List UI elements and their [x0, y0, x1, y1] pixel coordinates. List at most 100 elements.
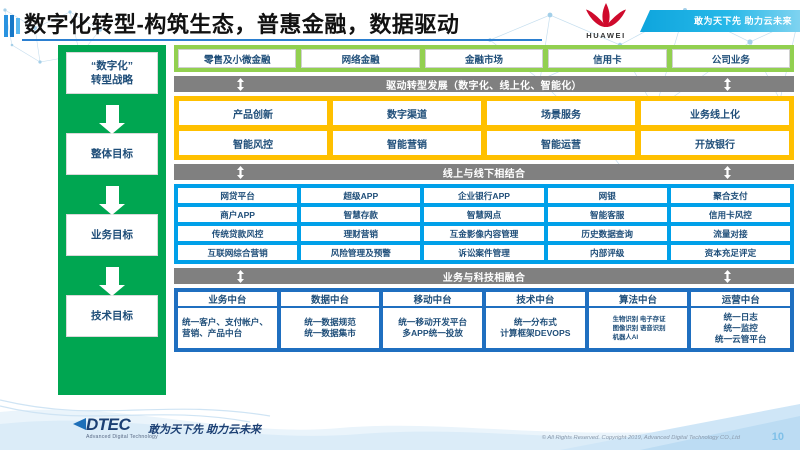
online-offline-cell[interactable]: 超级APP: [301, 188, 421, 203]
band-header-business-tech-fusion: 业务与科技相融合: [174, 268, 794, 284]
online-offline-cell[interactable]: 智慧存款: [301, 207, 421, 222]
platform-column-title: 技术中台: [486, 292, 585, 308]
online-offline-cell[interactable]: 信用卡风控: [670, 207, 791, 222]
platform-column-body: 统一日志统一监控统一云管平台: [714, 311, 767, 344]
huawei-slogan-banner: 敢为天下先 助力云未来: [640, 10, 800, 32]
business-lines-band: 零售及小微金融 网络金融 金融市场 信用卡 公司业务: [174, 45, 794, 72]
band-row: 互联网综合营销 风险管理及预警 诉讼案件管理 内部评级 资本充足评定: [178, 245, 791, 260]
band-header-label: 业务与科技相融合: [442, 272, 526, 284]
platform-column-title: 算法中台: [588, 292, 688, 308]
footer-wave-decoration: [0, 399, 800, 450]
online-offline-cell[interactable]: 风险管理及预警: [301, 245, 421, 260]
drive-cell[interactable]: 智能营销: [333, 131, 481, 155]
drive-transformation-band: 产品创新 数字渠道 场景服务 业务线上化 智能风控 智能营销 智能运营 开放银行: [174, 96, 794, 160]
band-row: 智能风控 智能营销 智能运营 开放银行: [179, 131, 789, 155]
up-down-arrow-icon: [724, 165, 731, 179]
platform-column-body: 生物识别 电子存证图像识别 语音识别机器人AI: [612, 315, 666, 341]
platform-column-technology[interactable]: 技术中台 统一分布式计算框架DEVOPS: [486, 292, 585, 348]
online-offline-cell[interactable]: 理财营销: [301, 226, 421, 241]
business-line-cell[interactable]: 信用卡: [548, 49, 667, 68]
up-down-arrow-icon: [237, 165, 244, 179]
band-row: 商户APP 智慧存款 智慧网点 智能客服 信用卡风控: [178, 207, 791, 222]
platform-band: 业务中台 统一客户、支付帐户、营销、产品中台 数据中台 统一数据规范统一数据集市…: [174, 288, 794, 352]
platform-column-data[interactable]: 数据中台 统一数据规范统一数据集市: [280, 292, 380, 348]
platform-column-body: 统一客户、支付帐户、营销、产品中台: [182, 317, 268, 338]
platform-column-title: 业务中台: [178, 292, 277, 308]
business-line-cell[interactable]: 公司业务: [671, 49, 791, 68]
title-accent-mark-icon: [4, 15, 20, 37]
sidebar-item-business-goal[interactable]: 业务目标: [66, 214, 158, 256]
drive-cell[interactable]: 产品创新: [179, 101, 327, 125]
up-down-arrow-icon: [237, 77, 244, 91]
down-arrow-icon-2: [66, 175, 158, 215]
huawei-wordmark: HUAWEI: [586, 31, 626, 40]
business-line-cell[interactable]: 网络金融: [301, 49, 420, 68]
drive-cell[interactable]: 数字渠道: [333, 101, 481, 125]
up-down-arrow-icon: [724, 77, 731, 91]
footer-slogan: 敢为天下先 助力云未来: [148, 424, 262, 436]
drive-cell[interactable]: 业务线上化: [641, 101, 789, 125]
sidebar-item-digital-strategy[interactable]: “数字化”转型战略: [66, 52, 158, 94]
online-offline-cell[interactable]: 网银: [547, 188, 667, 203]
sidebar-item-label: 技术目标: [91, 310, 133, 322]
online-offline-cell[interactable]: 聚合支付: [670, 188, 791, 203]
dtec-triangle-icon: [73, 418, 86, 430]
platform-column-body: 统一移动开发平台多APP统一投放: [398, 317, 468, 338]
band-row: 业务中台 统一客户、支付帐户、营销、产品中台 数据中台 统一数据规范统一数据集市…: [178, 292, 791, 348]
huawei-flower-icon: [586, 3, 626, 28]
drive-cell[interactable]: 智能风控: [179, 131, 327, 155]
platform-column-operations[interactable]: 运营中台 统一日志统一监控统一云管平台: [691, 292, 791, 348]
sidebar-item-label: “数字化”转型战略: [91, 60, 133, 86]
title-underline-divider: [22, 39, 542, 41]
platform-column-title: 移动中台: [383, 292, 483, 308]
up-down-arrow-icon: [237, 269, 244, 283]
drive-cell[interactable]: 开放银行: [641, 131, 789, 155]
online-offline-cell[interactable]: 诉讼案件管理: [424, 245, 544, 260]
sidebar-item-overall-goal[interactable]: 整体目标: [66, 133, 158, 175]
platform-column-title: 运营中台: [691, 292, 791, 308]
dtec-tagline: Advanced Digital Technology: [86, 434, 158, 440]
platform-column-body: 统一数据规范统一数据集市: [304, 317, 356, 338]
sidebar-item-label: 业务目标: [91, 229, 133, 241]
online-offline-cell[interactable]: 网贷平台: [178, 188, 298, 203]
platform-column-algorithm[interactable]: 算法中台 生物识别 电子存证图像识别 语音识别机器人AI: [588, 292, 688, 348]
online-offline-cell[interactable]: 传统贷款风控: [178, 226, 298, 241]
online-offline-band: 网贷平台 超级APP 企业银行APP 网银 聚合支付 商户APP 智慧存款 智慧…: [174, 184, 794, 264]
drive-cell[interactable]: 场景服务: [487, 101, 635, 125]
business-line-cell[interactable]: 零售及小微金融: [178, 49, 297, 68]
band-header-label: 线上与线下相结合: [442, 168, 526, 180]
business-line-cell[interactable]: 金融市场: [424, 49, 544, 68]
band-header-label: 驱动转型发展（数字化、线上化、智能化）: [386, 80, 582, 92]
online-offline-cell[interactable]: 互金影像内容管理: [424, 226, 544, 241]
online-offline-cell[interactable]: 流量对接: [670, 226, 791, 241]
online-offline-cell[interactable]: 企业银行APP: [424, 188, 544, 203]
band-row: 产品创新 数字渠道 场景服务 业务线上化: [179, 101, 789, 125]
sidebar-item-label: 整体目标: [91, 148, 133, 160]
sidebar-item-technology-goal[interactable]: 技术目标: [66, 295, 158, 337]
band-row: 传统贷款风控 理财营销 互金影像内容管理 历史数据查询 流量对接: [178, 226, 791, 241]
dtec-logo: DTEC Advanced Digital Technology: [73, 415, 286, 440]
copyright-notice: © All Rights Reserved. Copyright 2019, A…: [541, 435, 740, 441]
drive-cell[interactable]: 智能运营: [487, 131, 635, 155]
online-offline-cell[interactable]: 资本充足评定: [670, 245, 791, 260]
platform-column-mobile[interactable]: 移动中台 统一移动开发平台多APP统一投放: [383, 292, 483, 348]
online-offline-cell[interactable]: 内部评级: [547, 245, 667, 260]
band-header-online-offline: 线上与线下相结合: [174, 164, 794, 180]
online-offline-cell[interactable]: 智能客服: [547, 207, 667, 222]
dtec-wordmark: DTEC: [86, 415, 131, 434]
online-offline-cell[interactable]: 历史数据查询: [547, 226, 667, 241]
band-row: 网贷平台 超级APP 企业银行APP 网银 聚合支付: [178, 188, 791, 203]
online-offline-cell[interactable]: 智慧网点: [424, 207, 544, 222]
platform-column-business[interactable]: 业务中台 统一客户、支付帐户、营销、产品中台: [178, 292, 277, 348]
down-arrow-icon-3: [66, 256, 158, 296]
platform-column-body: 统一分布式计算框架DEVOPS: [500, 317, 571, 338]
content-stack: 零售及小微金融 网络金融 金融市场 信用卡 公司业务 驱动转型发展（数字化、线上…: [174, 45, 794, 352]
online-offline-cell[interactable]: 互联网综合营销: [178, 245, 298, 260]
page-number: 10: [771, 431, 784, 443]
page-title: 数字化转型-构筑生态，普惠金融，数据驱动: [24, 12, 460, 37]
online-offline-cell[interactable]: 商户APP: [178, 207, 298, 222]
huawei-logo: HUAWEI: [578, 2, 634, 40]
title-bar: 数字化转型-构筑生态，普惠金融，数据驱动: [0, 6, 800, 42]
platform-column-title: 数据中台: [280, 292, 380, 308]
